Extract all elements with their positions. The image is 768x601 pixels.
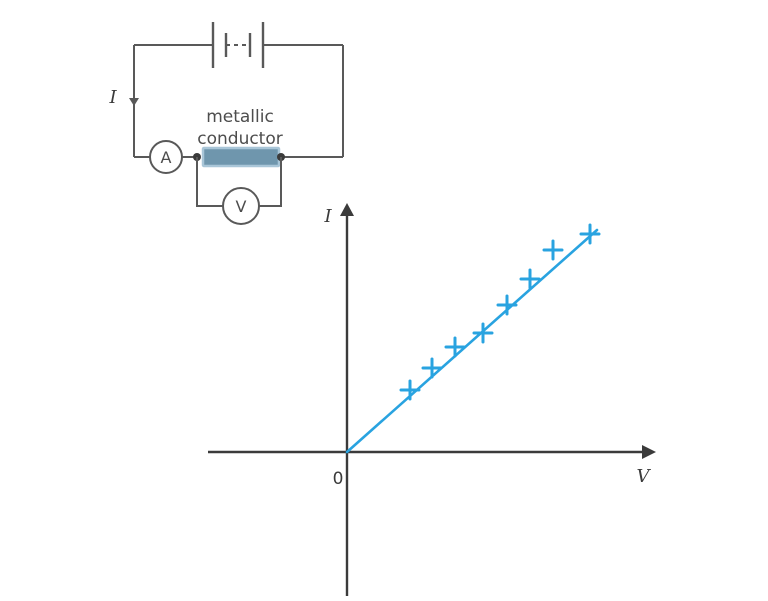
- metallic-conductor-block: [201, 146, 281, 168]
- wire-voltmeter-left: [196, 157, 223, 207]
- x-axis-label: V: [637, 466, 652, 487]
- data-point-marker: [421, 357, 443, 379]
- current-arrow-head: [129, 98, 139, 106]
- data-point-marker: [542, 239, 564, 261]
- y-axis-arrowhead: [340, 203, 354, 216]
- battery-symbol: [211, 22, 265, 68]
- best-fit-line: [345, 228, 599, 454]
- conductor-label-line1: metallic: [206, 107, 274, 127]
- origin-label: 0: [333, 469, 344, 489]
- data-point-marker: [519, 268, 541, 290]
- wire-voltmeter-right: [259, 157, 282, 207]
- circuit-current-label: I: [108, 87, 117, 108]
- voltmeter-branch: V: [196, 157, 282, 225]
- data-point-marker: [399, 379, 421, 401]
- data-point-marker: [472, 322, 494, 344]
- data-point-marker: [444, 336, 466, 358]
- voltmeter-circle: [222, 187, 260, 225]
- x-axis-arrowhead: [642, 445, 656, 459]
- data-point-marker: [496, 294, 518, 316]
- ammeter: A: [149, 140, 183, 174]
- current-arrow: [129, 88, 139, 106]
- circuit-diagram: I metallic conductor A V: [108, 22, 344, 225]
- conductor-label-line2: conductor: [197, 129, 283, 149]
- voltmeter-label: V: [236, 197, 247, 216]
- vi-characteristic-chart: I V 0: [208, 203, 656, 596]
- ammeter-label: A: [161, 148, 172, 167]
- data-point-markers: [399, 223, 601, 401]
- y-axis-label: I: [323, 206, 332, 227]
- data-point-marker: [579, 223, 601, 245]
